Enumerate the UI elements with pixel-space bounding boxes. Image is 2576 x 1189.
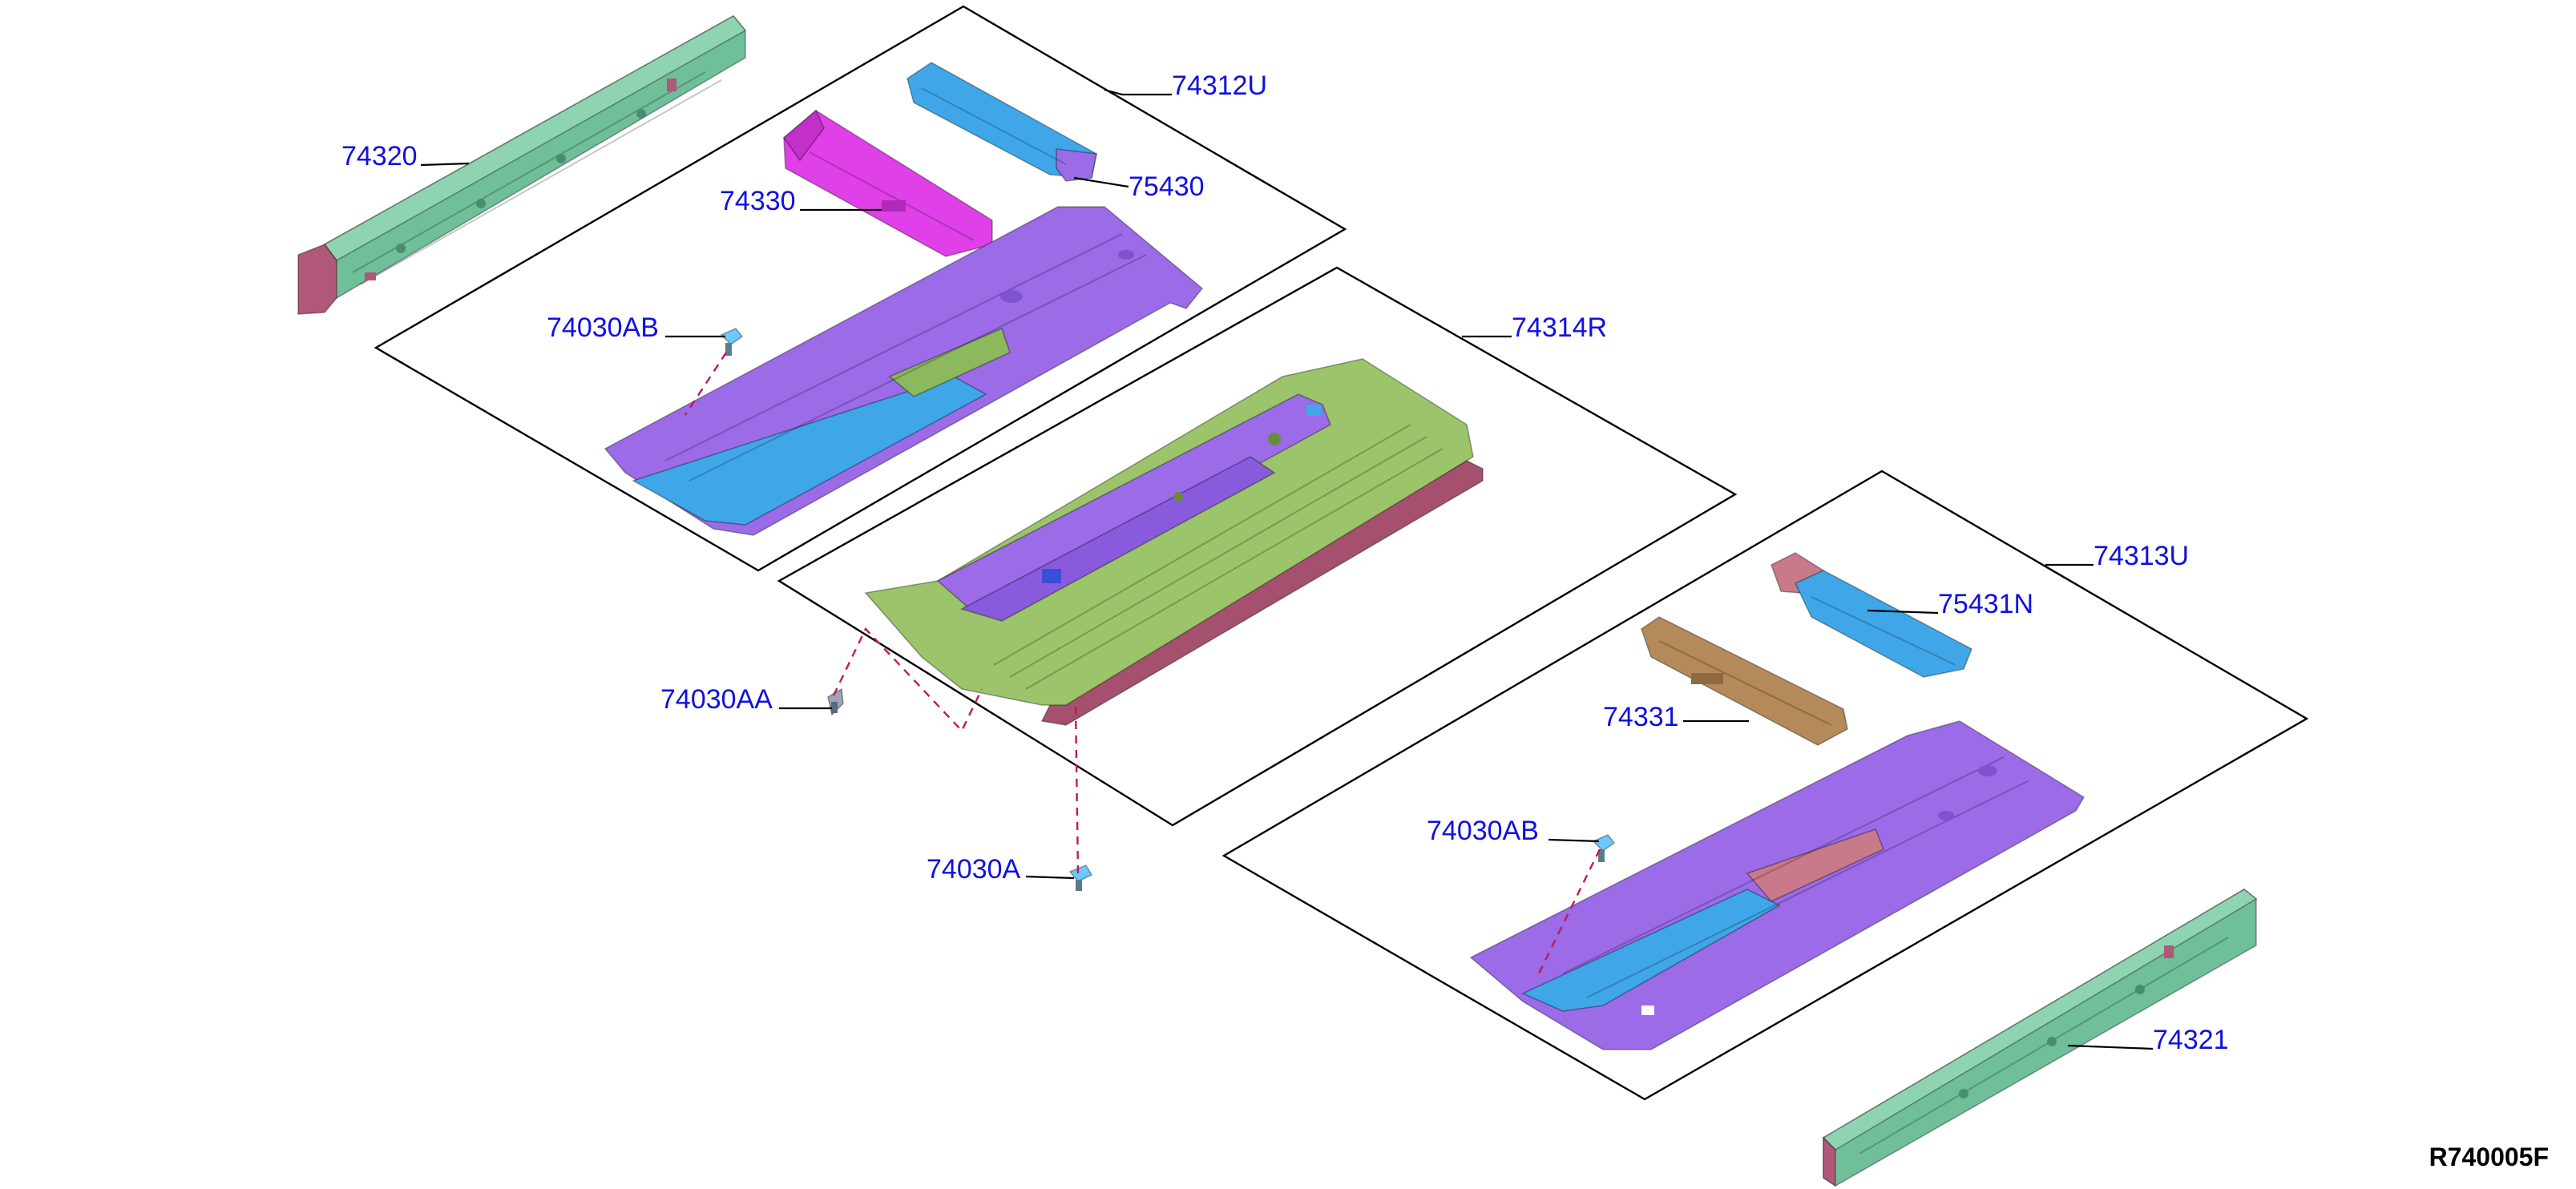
blue-member-purple-end: [1056, 148, 1097, 182]
blue-member-right-body: [1794, 570, 1973, 678]
tunnel-green-body: [864, 358, 1474, 706]
fastener-74030AB-bottom[interactable]: [1592, 834, 1616, 862]
side-rail-left-top-flange: [323, 14, 747, 262]
magenta-member-end: [782, 109, 825, 162]
diagram-reference-code: R740005F: [2429, 1143, 2549, 1171]
label-74030AB-bottom[interactable]: 74030AB: [1427, 816, 1539, 846]
leader-74320: [420, 162, 470, 167]
side-rail-right-top-flange: [1822, 889, 2258, 1151]
label-74030A[interactable]: 74030A: [927, 854, 1021, 885]
label-74330[interactable]: 74330: [720, 186, 796, 216]
label-74320[interactable]: 74320: [341, 141, 418, 171]
tunnel-purple-top-2: [959, 456, 1276, 622]
blue-member-74312U-part[interactable]: [906, 62, 1097, 182]
group-frame-front-right: [1221, 470, 2309, 1101]
leader-74030AB-bottom: [1548, 838, 1600, 843]
label-74313U[interactable]: 74313U: [2094, 541, 2189, 571]
label-74321[interactable]: 74321: [2153, 1025, 2229, 1055]
label-74314R[interactable]: 74314R: [1512, 312, 1607, 343]
fastener-74030AB-top[interactable]: [720, 328, 744, 356]
tunnel-side-sill: [1040, 460, 1484, 726]
blue-member-75431N-part[interactable]: [1770, 552, 1973, 678]
side-rail-left-end-cap: [297, 244, 337, 315]
label-74331[interactable]: 74331: [1603, 702, 1679, 732]
leader-75430: [1073, 176, 1129, 188]
front-floor-right-panel[interactable]: [1469, 720, 2085, 1050]
label-75430[interactable]: 75430: [1129, 171, 1205, 202]
magenta-cross-member-part[interactable]: [782, 109, 993, 257]
side-rail-right-end-cap: [1823, 1136, 1836, 1187]
tan-cross-member-part[interactable]: [1641, 616, 1848, 746]
side-rail-right-part[interactable]: [1822, 889, 2258, 1187]
label-74030AB-top[interactable]: 74030AB: [547, 312, 659, 343]
front-floor-right-pink-zone: [1746, 828, 1885, 902]
assembly-line-74030A: [1074, 704, 1080, 874]
front-floor-left-blue-zone: [632, 376, 987, 526]
tan-member-body: [1641, 616, 1848, 746]
fastener-74030A[interactable]: [1068, 865, 1093, 891]
label-74030AA[interactable]: 74030AA: [660, 684, 773, 715]
leader-74030A: [1025, 875, 1075, 880]
front-floor-right-blue-zone: [1521, 889, 1781, 1012]
label-75431N[interactable]: 75431N: [1938, 589, 2033, 619]
assembly-line-74030AB-top: [684, 352, 728, 416]
center-floor-tunnel-part[interactable]: [864, 358, 1484, 726]
front-floor-left-green-zone: [888, 327, 1011, 397]
front-floor-left-panel[interactable]: [604, 206, 1204, 536]
side-rail-left-part[interactable]: [297, 14, 747, 315]
leader-74312U: [1104, 88, 1172, 96]
group-frame-center: [777, 266, 1738, 827]
assembly-line-74030AA: [832, 627, 983, 733]
leader-75431N: [1867, 609, 1939, 615]
label-74312U[interactable]: 74312U: [1172, 71, 1267, 101]
leader-74321: [2067, 1044, 2154, 1050]
group-frame-front-left: [373, 5, 1347, 572]
